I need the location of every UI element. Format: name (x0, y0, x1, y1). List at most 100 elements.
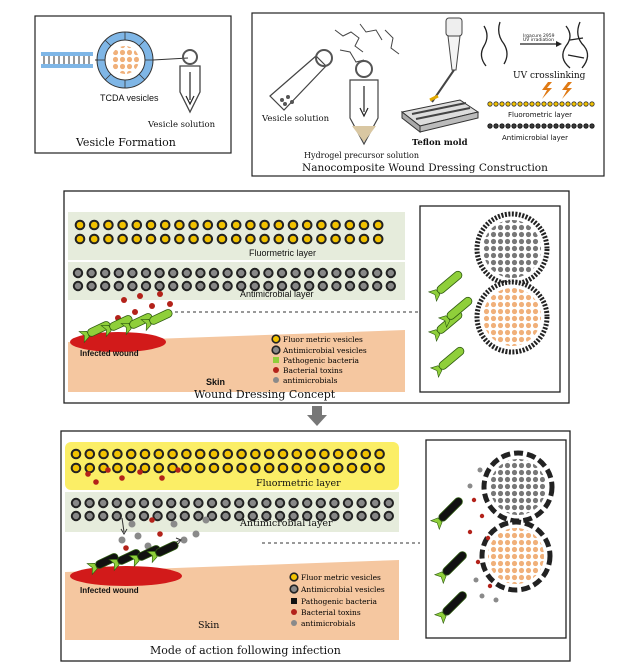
fluor-vesicle (493, 101, 499, 107)
fluor-vesicle (319, 448, 330, 460)
bacterium-icon (437, 296, 473, 328)
fluor-vesicle (250, 448, 261, 460)
concept-legend-1: Antimicrobial vesicles (282, 346, 367, 355)
antimicrobial-vesicle (329, 497, 340, 509)
antimicrobial-vesicle (487, 123, 493, 129)
concept-legend-0: Fluor metric vesicles (283, 335, 363, 344)
antimicrobial-vesicle (206, 510, 218, 522)
bacterium-icon (108, 549, 141, 572)
fluor-vesicle (346, 462, 358, 474)
fluor-vesicle (125, 448, 137, 460)
fluor-vesicle (216, 219, 228, 231)
fluor-vesicle (316, 233, 327, 245)
fluor-vesicle (153, 448, 165, 460)
fluor-vesicle (117, 233, 128, 245)
fluor-vesicle (145, 219, 157, 231)
fluor-vesicle (273, 233, 285, 245)
antimicrobial-vesicle (220, 497, 231, 509)
concept-zoom-antimicro-vesicle (474, 211, 550, 287)
concept-fluor-row (74, 219, 384, 245)
fluor-vesicle (202, 219, 214, 231)
mini-fluor-layer (487, 101, 595, 107)
antimicrobial-vesicle (370, 497, 381, 509)
fluor-vesicle (167, 448, 178, 460)
antimicrobial-vesicle (247, 510, 259, 522)
antimicrobial-vesicle (302, 497, 313, 509)
action-zoom-antimicrobials (467, 467, 499, 603)
fluor-vesicle (571, 101, 577, 107)
antimicrobial-vesicle (547, 123, 553, 129)
fluor-vesicle (374, 448, 385, 460)
fluor-vesicle (529, 101, 535, 107)
fluor-vesicle (145, 233, 157, 245)
caption-action: Mode of action following infection (150, 644, 341, 657)
fluor-vesicle (263, 462, 275, 474)
teflon-mold-icon (400, 94, 480, 134)
fluor-vesicle (553, 101, 559, 107)
label-teflon-mold: Teflon mold (412, 138, 468, 148)
antimicrobial-vesicle (234, 510, 245, 522)
antimicrobial-vesicle (356, 497, 367, 509)
uv-bolt-icon (542, 82, 572, 99)
antimicrobial-vesicle (98, 497, 109, 509)
fluor-vesicle (517, 101, 523, 107)
antimicrobial-vesicle (193, 497, 204, 509)
tube-icon (179, 49, 201, 114)
fluor-vesicle (372, 233, 384, 245)
antimicrobial-vesicle (72, 267, 84, 279)
down-arrow-icon (307, 406, 327, 426)
caption-concept: Wound Dressing Concept (194, 388, 336, 401)
fluor-vesicle (301, 219, 313, 231)
fluor-vesicle (523, 101, 529, 107)
legend-antimicrobial-vesicle-icon (271, 345, 281, 355)
panel-concept: Fluormetric layer Antimicrobial layer In… (63, 190, 570, 404)
label-vesicle-solution: Vesicle solution (147, 120, 216, 130)
fluor-vesicle (103, 233, 114, 245)
label-construction-vesicle-solution: Vesicle solution (261, 114, 330, 124)
concept-wound (70, 332, 166, 352)
antimicrobial-vesicle (261, 510, 272, 522)
action-label-antimicro: Antimicrobial layer (239, 518, 333, 529)
crosslinked-network-icon (562, 21, 589, 69)
legend-antimicrobial-icon (273, 377, 279, 383)
fluor-vesicle (589, 101, 595, 107)
antimicrobial-vesicle (274, 510, 286, 522)
antimicrobial-vesicle (304, 280, 315, 292)
antimicrobial-vesicle (517, 123, 523, 129)
antimicrobial-vesicle (583, 123, 589, 129)
antimicrobial-vesicle (372, 280, 383, 292)
antimicrobial-vesicle (234, 497, 245, 509)
antimicrobial-vesicle (344, 280, 356, 292)
antimicrobial-vesicle (317, 280, 328, 292)
antimicrobial-vesicle (206, 497, 218, 509)
antimicrobial-vesicle (249, 280, 261, 292)
fluor-vesicle (159, 219, 171, 231)
fluor-vesicle (159, 233, 171, 245)
antimicrobial-vesicle (125, 497, 136, 509)
fluor-vesicle (70, 462, 82, 474)
fluor-vesicle (112, 462, 123, 474)
concept-label-wound: Infected wound (80, 349, 139, 358)
antimicrobial-vesicle (222, 267, 233, 279)
bacterium-icon (146, 541, 179, 564)
antimicrobial-vesicle (263, 267, 274, 279)
fluor-vesicle (216, 233, 228, 245)
action-antimicro-layer-band (65, 492, 399, 532)
fluor-vesicle (98, 448, 109, 460)
label-hydrogel-precursor: Hydrogel precursor solution (304, 151, 419, 160)
concept-legend-4: antimicrobials (283, 376, 338, 385)
antimicrobial-vesicle (179, 510, 191, 522)
bacterium-icon (427, 270, 463, 302)
fluor-vesicle (577, 101, 583, 107)
fluor-vesicle (88, 233, 100, 245)
antimicrobial-vesicle (331, 280, 342, 292)
antimicrobial-vesicle (559, 123, 565, 129)
action-label-fluor: Fluormetric layer (256, 478, 341, 489)
legend-bacteria-icon (291, 598, 297, 604)
antimicrobial-vesicle (70, 510, 82, 522)
action-zoom-fluor-vesicle (479, 519, 553, 593)
fluor-vesicle (330, 233, 341, 245)
antimicrobial-vesicle (208, 280, 220, 292)
antimicrobial-vesicle (127, 280, 138, 292)
